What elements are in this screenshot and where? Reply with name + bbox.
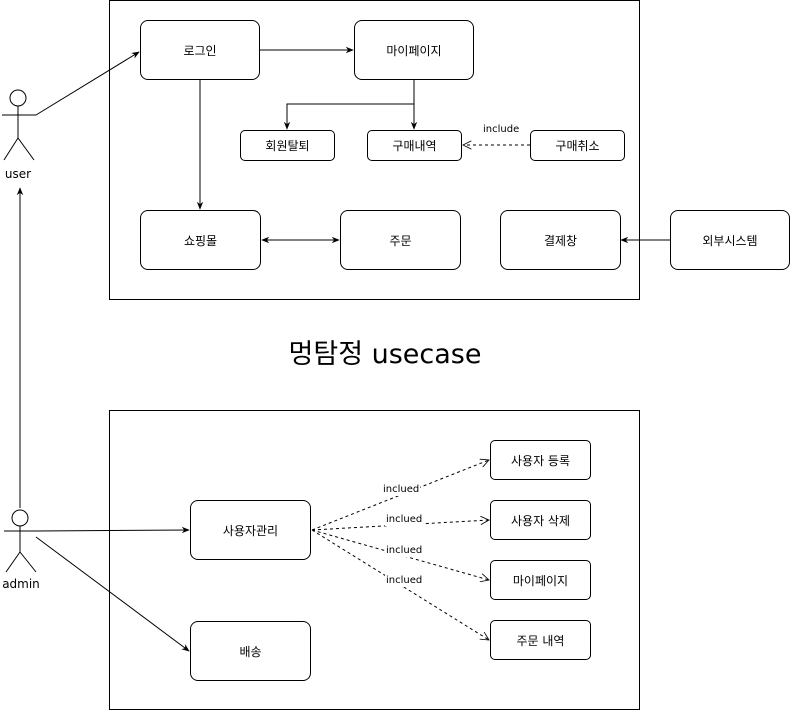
inclued-label-mypage: inclued <box>385 545 424 557</box>
usecase-admin-mypage[interactable]: 마이페이지 <box>490 560 591 600</box>
usecase-delivery[interactable]: 배송 <box>190 621 311 681</box>
usecase-user-management[interactable]: 사용자관리 <box>190 500 311 560</box>
diagram-title: 멍탐정 usecase <box>288 339 482 370</box>
inclued-label-register: inclued <box>382 484 421 496</box>
edge-mypage-withdraw <box>283 103 414 130</box>
edge-admin-management <box>35 526 190 534</box>
usecase-login[interactable]: 로그인 <box>140 20 260 80</box>
usecase-payment[interactable]: 결제창 <box>500 210 621 270</box>
system-boundary-top <box>109 0 640 300</box>
edge-admin-delivery <box>35 536 190 652</box>
user-actor-figure <box>2 89 36 161</box>
system-boundary-bottom <box>109 410 640 710</box>
usecase-purchase-history[interactable]: 구매내역 <box>367 130 462 161</box>
usecase-cancel-purchase[interactable]: 구매취소 <box>530 130 625 161</box>
usecase-delete-user[interactable]: 사용자 삭제 <box>490 500 591 540</box>
usecase-withdraw[interactable]: 회원탈퇴 <box>240 130 335 161</box>
usecase-register-user[interactable]: 사용자 등록 <box>490 440 591 480</box>
usecase-order[interactable]: 주문 <box>340 210 461 270</box>
usecase-shopping-mall[interactable]: 쇼핑몰 <box>140 210 261 270</box>
edge-management-register <box>311 460 489 531</box>
inclued-label-history: inclued <box>385 575 424 587</box>
admin-actor-figure <box>4 509 37 573</box>
edge-user-login <box>35 51 140 116</box>
usecase-mypage[interactable]: 마이페이지 <box>354 20 474 80</box>
usecase-order-history[interactable]: 주문 내역 <box>490 620 591 660</box>
usecase-external-system[interactable]: 외부시스템 <box>670 210 790 270</box>
actor-admin-label: admin <box>2 577 40 591</box>
actor-user-label: user <box>4 167 32 181</box>
inclued-label-delete: inclued <box>385 514 424 526</box>
include-label: include <box>482 124 521 136</box>
